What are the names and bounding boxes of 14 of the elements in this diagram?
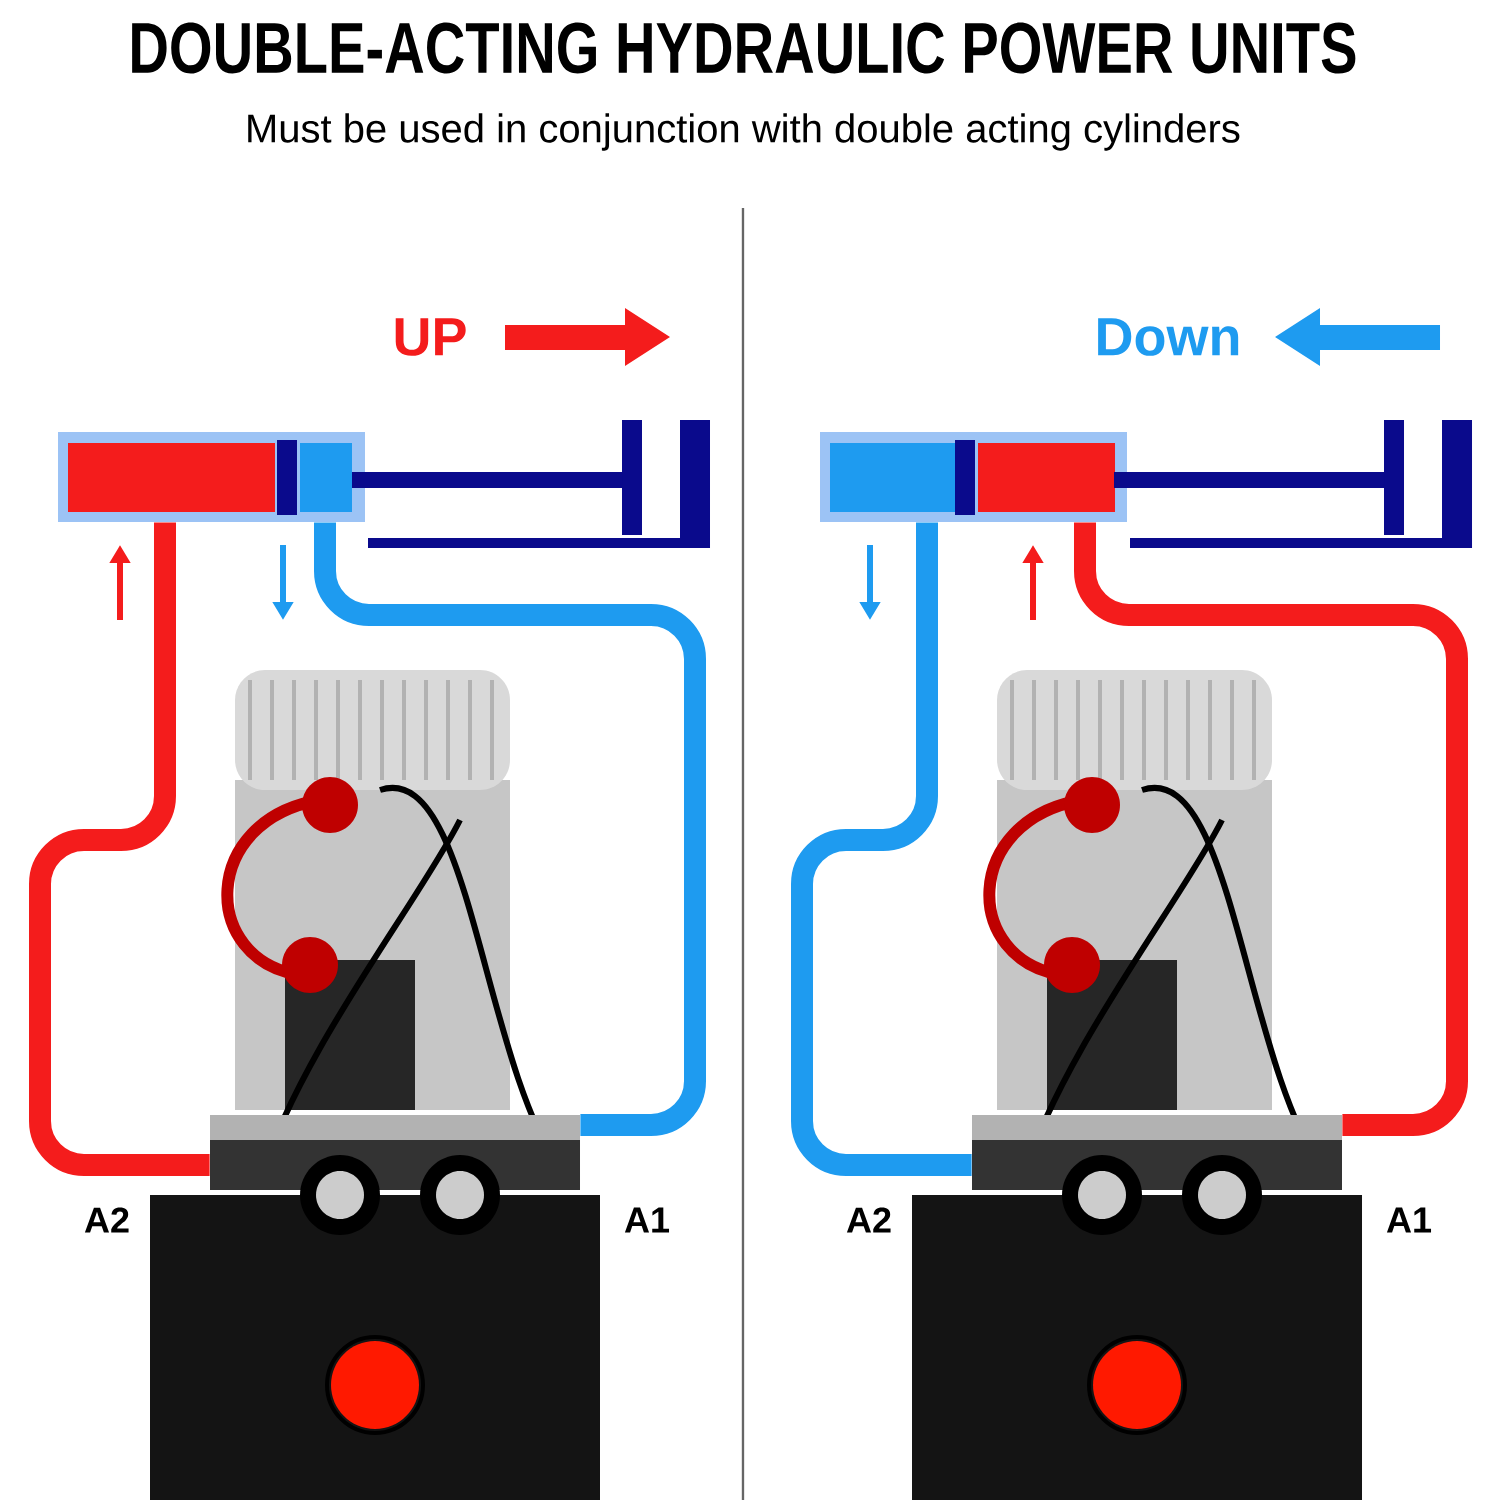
- cylinder-drawing: [58, 420, 710, 548]
- power-unit-drawing: [912, 670, 1362, 1500]
- port-label: A1: [624, 1207, 670, 1233]
- port-label: A2: [84, 1207, 129, 1233]
- title: DOUBLE-ACTING HYDRAULIC POWER UNITS: [132, 22, 1356, 74]
- hose: [791, 522, 972, 1176]
- subtitle: Must be used in conjunction with double acting cylinders: [248, 113, 1240, 151]
- port-label: A2: [846, 1207, 891, 1233]
- direction-label: UP: [395, 318, 466, 356]
- cylinder-drawing: [820, 420, 1472, 548]
- port-label: A1: [1386, 1207, 1432, 1233]
- power-unit-drawing: [150, 670, 600, 1500]
- direction-label: Down: [1098, 318, 1239, 356]
- hose: [29, 522, 210, 1176]
